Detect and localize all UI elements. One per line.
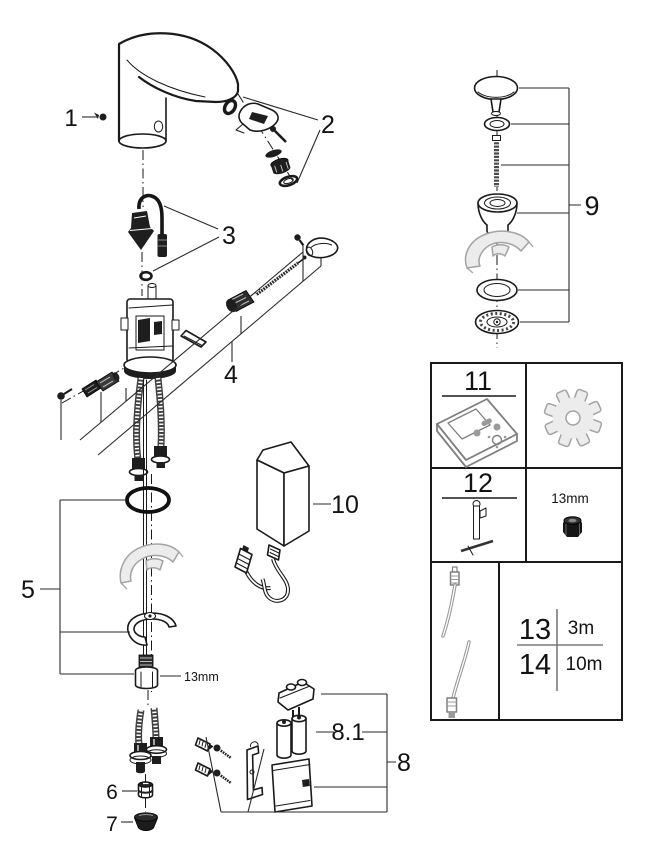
shank-thread-and-nut [134,654,159,690]
sensor-window [153,120,164,133]
item-11-remote [436,398,518,468]
part-5-mounting-set [119,486,184,690]
part-4-check-valve [57,371,120,400]
waste-wedge [464,230,534,274]
part-6-nut [137,781,154,799]
mounting-clamp [127,612,177,646]
extension-cable [441,566,471,718]
callout-3-lines [152,205,220,272]
accessory-box: 11 [430,362,623,721]
part-4-lever-assembly [226,234,339,313]
item-14-label: 14 [519,649,551,681]
nut-13mm-icon [563,516,582,537]
callout-3-label: 3 [222,222,236,250]
callout-8-1-label: 8.1 [331,719,364,746]
cable-length-table: 13 3m 14 10m [517,609,603,691]
callout-9-bracket [501,87,581,323]
item-13-label: 13 [519,614,551,646]
item-12-label: 12 [463,468,493,498]
callout-8-bracket [205,693,396,813]
callout-4-label: 4 [224,361,238,389]
callout-7-label: 7 [106,813,118,836]
item-14-length: 10m [566,654,603,675]
shank-nut-size-label: 13mm [184,670,219,684]
wall-anchors-and-screws [194,737,232,785]
callout-2-label: 2 [321,111,335,139]
part-9-waste-set [464,75,534,335]
part-10-power-supply [234,441,310,603]
part-8-battery-box [194,678,315,813]
o-ring [125,486,171,514]
part-2-aerator-assembly [222,98,299,188]
part-8-1-battery-pack [276,714,307,759]
item-13-length: 3m [568,618,594,639]
callout-2-lines [242,96,321,184]
item-12-tool [460,500,494,556]
mounting-bracket [246,741,264,801]
supply-hoses-lower [129,707,168,774]
battery-housing [271,758,313,813]
mounting-shank [143,379,147,656]
stabilizing-wedge [119,543,184,590]
part-7-cap [134,812,158,832]
callout-4-bracket [60,246,322,456]
callout-1-label: 1 [64,105,77,132]
item-11-label: 11 [464,366,492,396]
box-nut-size-label: 13mm [551,491,589,506]
gear-icon [543,388,603,448]
callout-5-bracket [40,499,134,675]
callout-8-label: 8 [397,749,411,777]
callout-6-label: 6 [106,781,118,804]
part-1-screw [94,112,107,121]
faucet-spout [117,32,240,149]
battery-terminal-cap [277,678,315,718]
callout-9-label: 9 [584,191,599,221]
callout-5-label: 5 [21,576,35,604]
part-3-solenoid-cable [128,193,167,282]
valve-body [120,283,207,379]
callout-10-label: 10 [331,491,359,519]
